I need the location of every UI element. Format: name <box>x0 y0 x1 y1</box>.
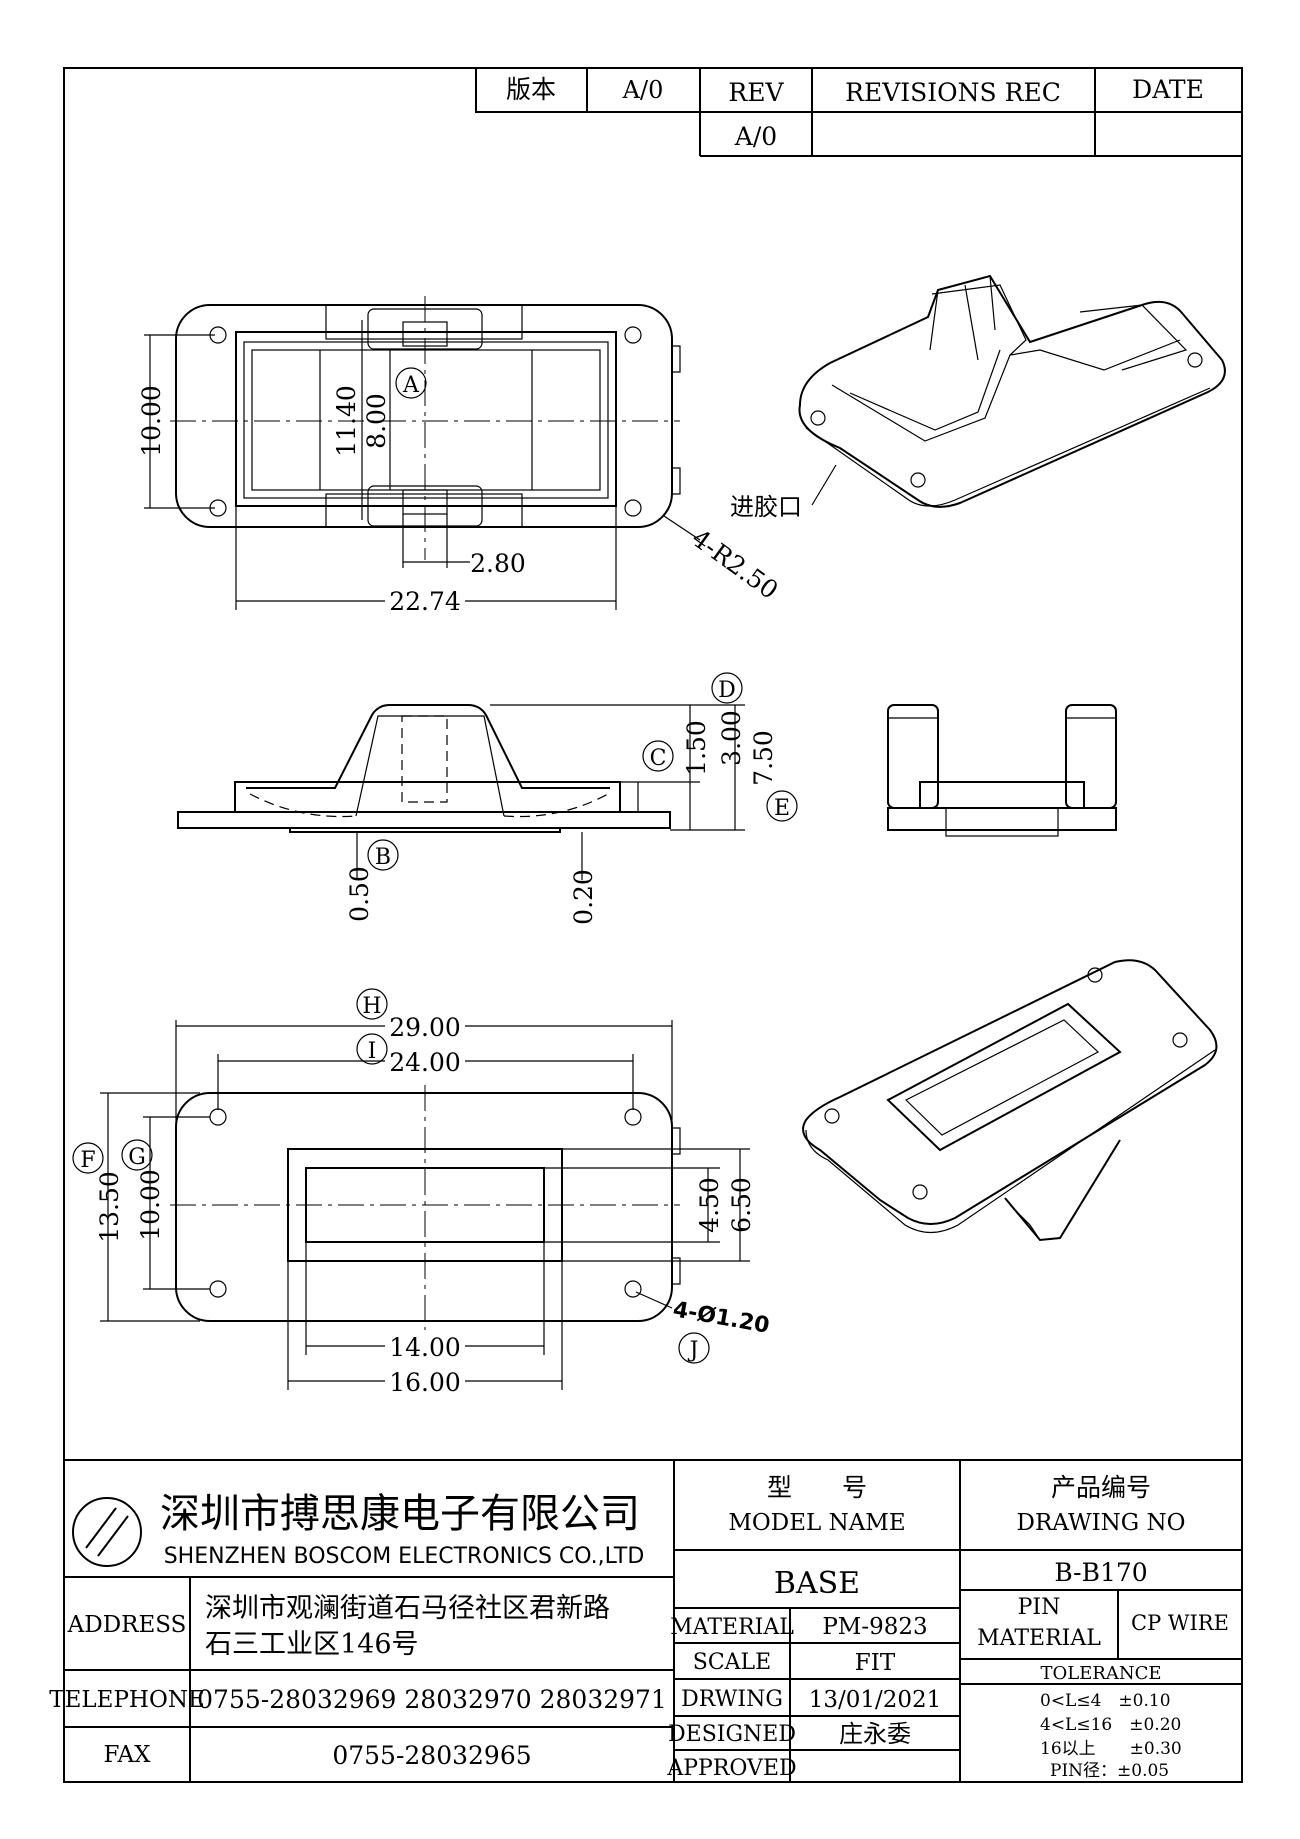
tolerance-header: TOLERANCE <box>1040 1663 1161 1684</box>
version-value: A/0 <box>622 76 664 104</box>
dim-top-8-00: 8.00 <box>362 393 391 449</box>
material-value: PM-9823 <box>822 1614 927 1640</box>
rev-value: A/0 <box>734 122 777 151</box>
drawing-label: DRWING <box>681 1687 783 1712</box>
dim-bot-13-50: 13.50 <box>95 1171 124 1243</box>
dim-side-0-50: 0.50 <box>345 866 374 922</box>
iso-bottom-view <box>802 959 1218 1242</box>
top-view: 10.00 11.40 8.00 A 2.80 22.74 4-R2.50 <box>137 296 783 616</box>
dim-side-7-50: 7.50 <box>749 730 778 786</box>
dim-top-radius: 4-R2.50 <box>686 523 783 605</box>
company-logo <box>72 1497 142 1567</box>
dim-top-22-74: 22.74 <box>389 587 461 616</box>
pin-material-label-2: MATERIAL <box>977 1626 1101 1651</box>
company-name-cn: 深圳市搏思康电子有限公司 <box>160 1491 640 1537</box>
fax-value: 0755-28032965 <box>332 1741 531 1770</box>
label-b: B <box>375 845 391 870</box>
dim-side-3-00: 3.00 <box>717 710 746 766</box>
title-block: 深圳市搏思康电子有限公司 SHENZHEN BOSCOM ELECTRONICS… <box>49 1459 1242 1782</box>
bottom-view: 29.00 H 24.00 I 13.50 F 10.00 G 4.50 6.5… <box>72 988 771 1397</box>
address-line-1: 深圳市观澜街道石马径社区君新路 <box>205 1593 610 1624</box>
date-header: DATE <box>1132 75 1204 104</box>
tolerance-row: 4<L≤16 ±0.20 <box>1040 1715 1181 1735</box>
material-label: MATERIAL <box>670 1615 794 1640</box>
side-view: 1.50 3.00 7.50 D C E 0.50 B 0.20 <box>177 672 798 925</box>
revisions-header: REVISIONS REC <box>845 78 1061 107</box>
label-c: C <box>650 746 667 771</box>
model-label-cn: 型 号 <box>767 1473 867 1502</box>
approved-label: APPROVED <box>666 1756 796 1781</box>
dim-top-10: 10.00 <box>137 385 166 457</box>
label-i: I <box>368 1039 377 1064</box>
tolerance-row: 0<L≤4 ±0.10 <box>1040 1691 1171 1711</box>
model-value: BASE <box>774 1566 860 1601</box>
company-name-en: SHENZHEN BOSCOM ELECTRONICS CO.,LTD <box>164 1544 645 1569</box>
label-g: G <box>128 1145 146 1170</box>
address-label: ADDRESS <box>67 1612 187 1638</box>
scale-value: FIT <box>855 1650 896 1676</box>
dim-bot-14-00: 14.00 <box>389 1333 461 1362</box>
label-h: H <box>362 994 381 1019</box>
label-e: E <box>774 796 790 821</box>
dim-side-0-20: 0.20 <box>569 869 598 925</box>
model-label-en: MODEL NAME <box>728 1510 905 1536</box>
drawing-no-value: B-B170 <box>1054 1558 1147 1587</box>
dim-side-1-50: 1.50 <box>682 720 711 776</box>
drawing-label-en: DRAWING NO <box>1017 1510 1186 1536</box>
dim-bot-6-50: 6.50 <box>727 1177 756 1233</box>
dim-bot-16-00: 16.00 <box>389 1368 461 1397</box>
pin-material-label-1: PIN <box>1018 1595 1061 1620</box>
drawing-label-cn: 产品编号 <box>1051 1473 1151 1502</box>
dim-bot-10-00: 10.00 <box>136 1169 165 1241</box>
iso-top-view: 进胶口 <box>730 274 1226 521</box>
dim-top-2-80: 2.80 <box>470 549 526 578</box>
telephone-label: TELEPHONE <box>49 1687 205 1713</box>
address-line-2: 石三工业区146号 <box>205 1629 419 1660</box>
tolerance-row: 16以上 ±0.30 <box>1040 1739 1182 1759</box>
designed-value: 庄永委 <box>839 1720 911 1748</box>
end-view <box>887 704 1117 837</box>
dim-bot-24-00: 24.00 <box>389 1048 461 1077</box>
label-a: A <box>402 373 420 398</box>
dim-top-11-40: 11.40 <box>332 385 361 457</box>
designed-label: DESIGNED <box>668 1722 796 1747</box>
telephone-value: 0755-28032969 28032970 28032971 <box>197 1685 667 1714</box>
revision-block: 版本 A/0 REV REVISIONS REC DATE A/0 <box>475 67 1243 157</box>
label-d: D <box>718 678 736 703</box>
pin-material-value: CP WIRE <box>1131 1611 1229 1635</box>
rev-header: REV <box>728 78 784 107</box>
version-label: 版本 <box>506 75 556 104</box>
label-f: F <box>80 1148 95 1173</box>
dim-bot-4-50: 4.50 <box>695 1177 724 1233</box>
fax-label: FAX <box>104 1742 152 1768</box>
scale-label: SCALE <box>693 1650 771 1675</box>
drawing-date: 13/01/2021 <box>809 1687 942 1713</box>
gate-label: 进胶口 <box>730 493 802 521</box>
dim-bot-holes: 4-Ø1.20 <box>671 1297 771 1339</box>
dim-bot-29-00: 29.00 <box>389 1013 461 1042</box>
tolerance-row: PIN径：±0.05 <box>1050 1761 1169 1781</box>
label-j: J <box>688 1338 699 1363</box>
